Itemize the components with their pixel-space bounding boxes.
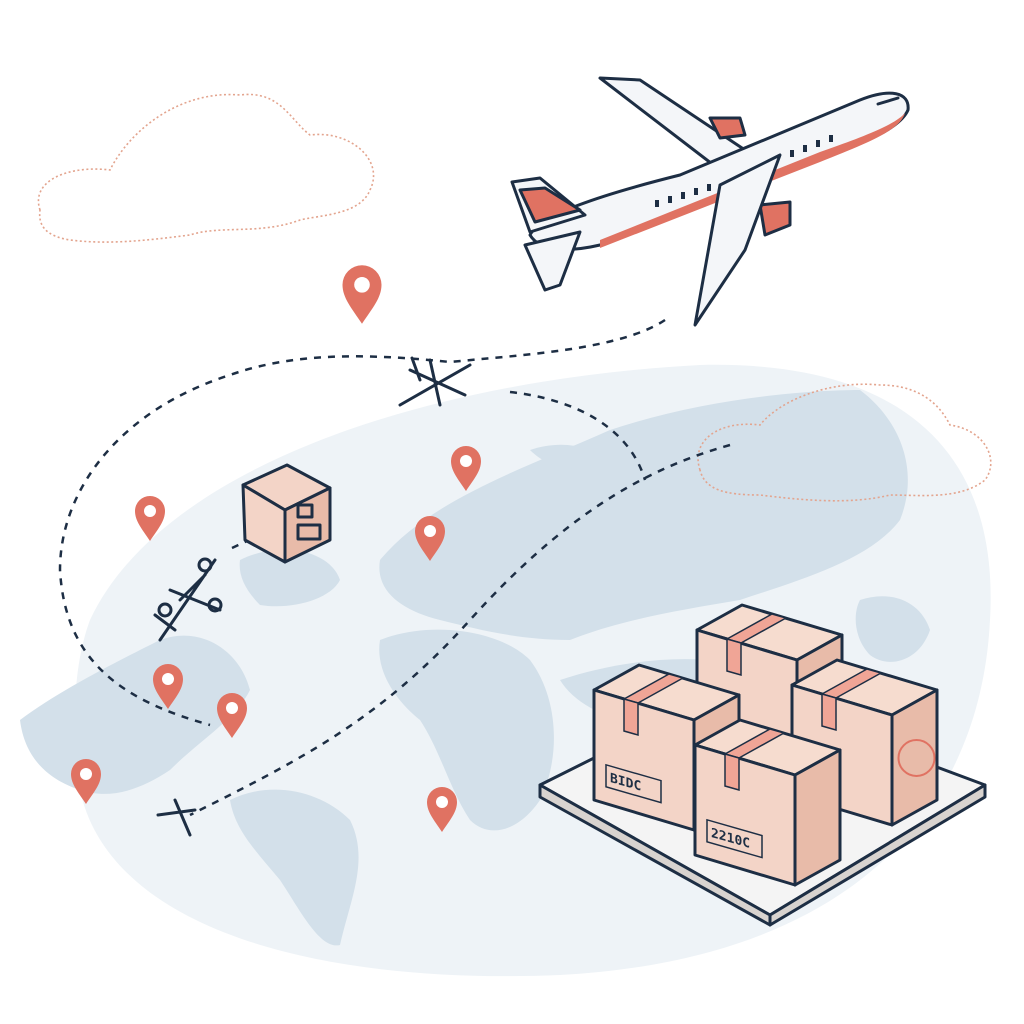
location-pin-icon (451, 446, 481, 491)
location-pin-icon (342, 265, 382, 324)
location-pins (71, 265, 481, 832)
cloud-icon (37, 93, 375, 243)
drone-icon (153, 557, 223, 642)
location-pin-icon (135, 496, 165, 541)
location-pin-icon (217, 693, 247, 738)
drone-icon (398, 356, 472, 407)
location-pin-icon (427, 787, 457, 832)
box-icon (241, 463, 332, 564)
location-pin-icon (415, 516, 445, 561)
location-pin-icon (71, 759, 101, 804)
location-pin-icon (153, 664, 183, 709)
cloud-icon (697, 383, 992, 502)
drone-icon (156, 798, 197, 837)
shipping-box: 2210C (693, 718, 842, 887)
airplane-icon (510, 76, 910, 327)
stamp-icon (897, 739, 936, 777)
